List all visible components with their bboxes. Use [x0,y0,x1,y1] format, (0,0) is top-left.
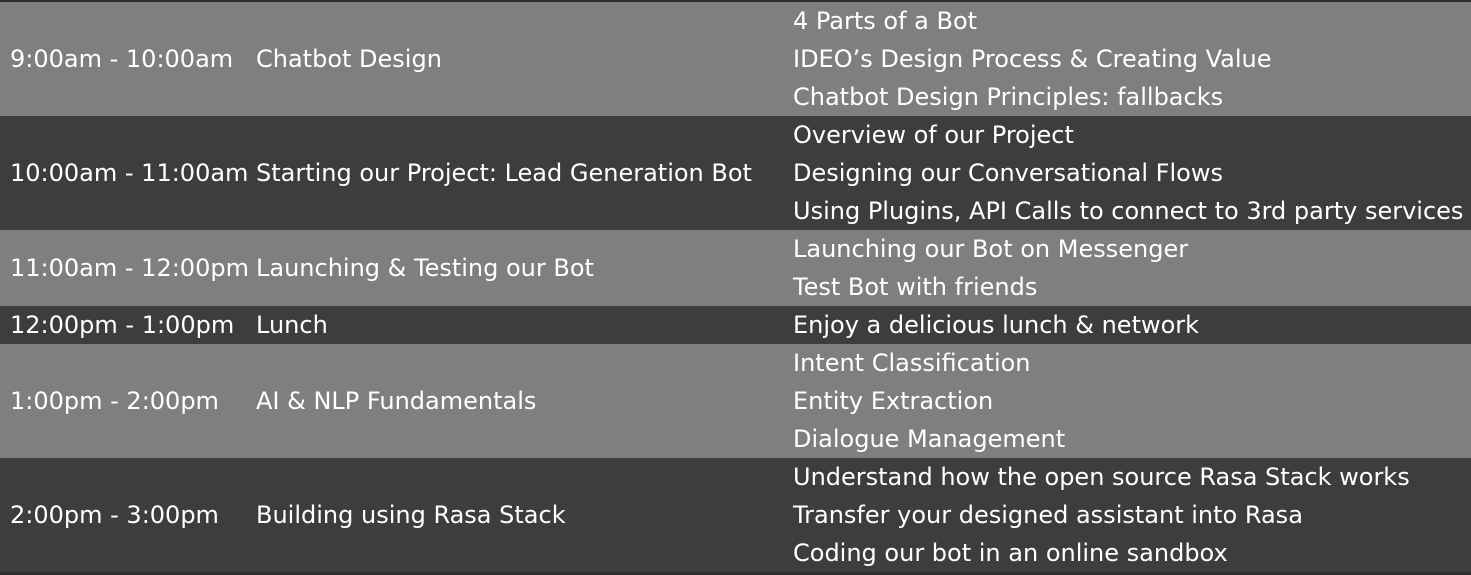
topic-cell: AI & NLP Fundamentals [256,387,537,415]
detail-item: Transfer your designed assistant into Ra… [793,501,1303,529]
schedule-row-1: 9:00am - 10:00am Chatbot Design 4 Parts … [0,2,1471,116]
detail-item: Launching our Bot on Messenger [793,235,1189,263]
detail-item: IDEO’s Design Process & Creating Value [793,45,1272,73]
detail-item: Overview of our Project [793,121,1074,149]
time-cell: 9:00am - 10:00am [10,45,234,73]
details-cell: Launching our Bot on Messenger Test Bot … [793,230,1463,306]
detail-item: Dialogue Management [793,425,1066,453]
detail-item: Entity Extraction [793,387,994,415]
bottom-border [0,572,1471,575]
details-cell: Overview of our Project Designing our Co… [793,116,1463,230]
details-cell: Intent Classification Entity Extraction … [793,344,1463,458]
detail-item: Designing our Conversational Flows [793,159,1223,187]
time-cell: 10:00am - 11:00am [10,159,249,187]
topic-cell: Chatbot Design [256,45,442,73]
schedule-row-2: 10:00am - 11:00am Starting our Project: … [0,116,1471,230]
details-cell: 4 Parts of a Bot IDEO’s Design Process &… [793,2,1463,116]
topic-cell: Launching & Testing our Bot [256,254,594,282]
detail-item: Chatbot Design Principles: fallbacks [793,83,1224,111]
details-cell: Understand how the open source Rasa Stac… [793,458,1463,572]
detail-item: Understand how the open source Rasa Stac… [793,463,1410,491]
detail-item: Intent Classification [793,349,1031,377]
schedule-row-6: 2:00pm - 3:00pm Building using Rasa Stac… [0,458,1471,572]
topic-cell: Building using Rasa Stack [256,501,566,529]
detail-item: Test Bot with friends [793,273,1038,301]
detail-item: Enjoy a delicious lunch & network [793,311,1200,339]
details-cell: Enjoy a delicious lunch & network [793,306,1463,344]
detail-item: 4 Parts of a Bot [793,7,978,35]
schedule-row-5: 1:00pm - 2:00pm AI & NLP Fundamentals In… [0,344,1471,458]
topic-cell: Starting our Project: Lead Generation Bo… [256,159,752,187]
schedule-row-4: 12:00pm - 1:00pm Lunch Enjoy a delicious… [0,306,1471,344]
detail-item: Using Plugins, API Calls to connect to 3… [793,197,1464,225]
time-cell: 12:00pm - 1:00pm [10,311,235,339]
detail-item: Coding our bot in an online sandbox [793,539,1228,567]
time-cell: 1:00pm - 2:00pm [10,387,219,415]
topic-cell: Lunch [256,311,328,339]
time-cell: 2:00pm - 3:00pm [10,501,219,529]
schedule-row-3: 11:00am - 12:00pm Launching & Testing ou… [0,230,1471,306]
top-border [0,0,1471,2]
time-cell: 11:00am - 12:00pm [10,254,249,282]
